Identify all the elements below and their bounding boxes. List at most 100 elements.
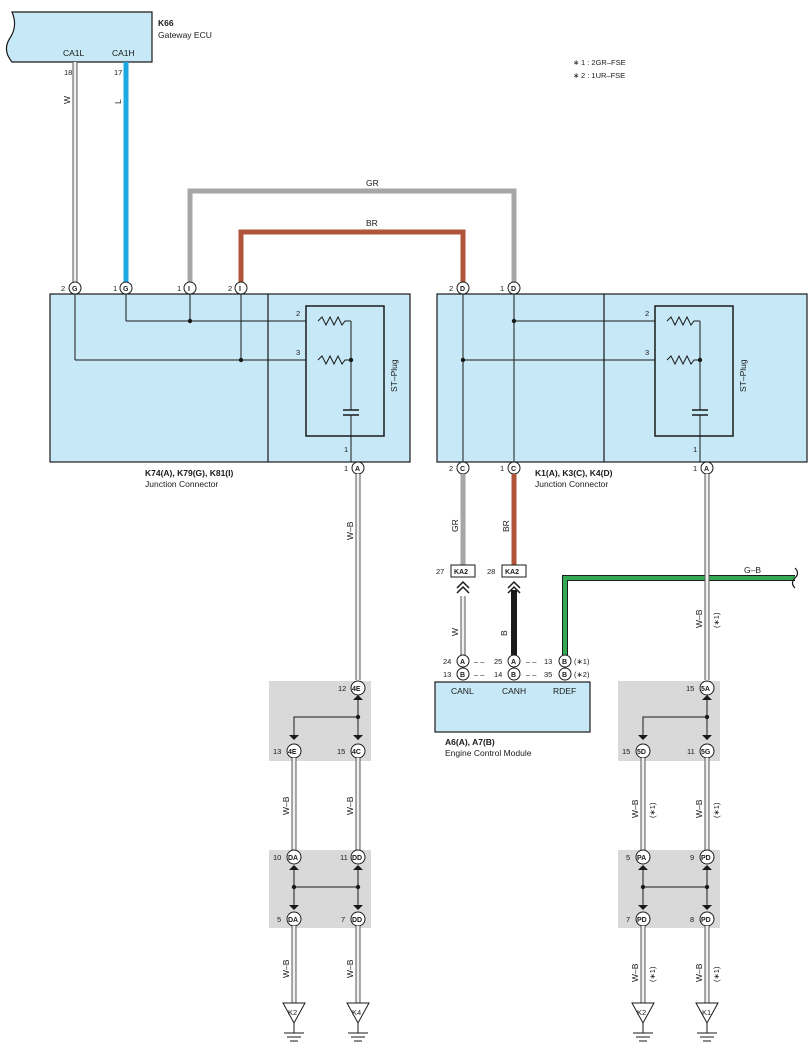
connector-num: 10 <box>273 853 281 862</box>
connector-num: 5 <box>277 915 281 924</box>
connector-num: 1 <box>693 464 697 473</box>
connector-num: 7 <box>341 915 345 924</box>
wire-note: (∗1) <box>648 802 657 818</box>
wire-label-wb: W–B <box>345 521 355 540</box>
connector-pin <box>558 667 572 681</box>
connector-num: 14 <box>494 670 502 679</box>
right-ground-wires: W–B (∗1) W–B (∗1) <box>630 926 721 1003</box>
st-plug-label: ST–Plug <box>389 359 399 392</box>
connector-letter: 4C <box>352 749 361 756</box>
ground-triangle-icon <box>631 1002 655 1025</box>
wire-label-wb: W–B <box>694 963 704 982</box>
connector-pin <box>350 849 366 865</box>
ground-label: K2 <box>288 1008 297 1017</box>
st-plug-right <box>654 305 734 437</box>
connector-pin <box>635 849 651 865</box>
connector-pin <box>507 667 521 681</box>
connector-num: 2 <box>449 284 453 293</box>
connector-num: 1 <box>113 284 117 293</box>
connector-num: 2 <box>228 284 232 293</box>
wire-label-b-ecm: B <box>499 630 509 636</box>
connector-num: 13 <box>273 747 281 756</box>
connector-letter: DA <box>288 855 298 862</box>
dash: – – <box>526 657 537 666</box>
wire-label-gb: G–B <box>744 565 761 575</box>
wire-note: (∗1) <box>712 802 721 818</box>
ground-triangle-icon <box>695 1002 719 1025</box>
wire-label-w: W <box>62 96 72 104</box>
wire-break-icon <box>791 567 799 589</box>
connector-pin <box>286 849 302 865</box>
connector-pin <box>456 654 470 668</box>
ecm-terminal-canl: CANL <box>451 686 474 696</box>
junction-left-id: K74(A), K79(G), K81(I) <box>145 468 233 478</box>
connector-pin <box>119 281 133 295</box>
connector-letter: 4E <box>352 686 361 693</box>
wire-br-top <box>238 229 466 282</box>
connector-letter: A <box>511 659 516 666</box>
connector-num: 11 <box>340 853 348 862</box>
connector-pin <box>507 281 521 295</box>
arrow-down-icon <box>353 905 363 910</box>
ka2-label: KA2 <box>454 569 468 576</box>
connector-letter: DD <box>352 917 362 924</box>
ground-k2-left: K2 <box>282 1002 306 1042</box>
wire-label-l: L <box>113 99 123 104</box>
junction-left-name: Junction Connector <box>145 479 218 489</box>
ecm-note: (∗2) <box>574 670 590 679</box>
connector-letter: DD <box>352 855 362 862</box>
dash: – – <box>474 657 485 666</box>
connector-letter: 5G <box>701 749 711 756</box>
ka2-connector-28 <box>501 564 527 578</box>
wire-label-wb: W–B <box>694 799 704 818</box>
connector-letter: B <box>562 659 567 666</box>
connector-pin <box>183 281 197 295</box>
connector-num: 12 <box>338 684 346 693</box>
connector-num: 13 <box>443 670 451 679</box>
gateway-pin-label-ca1l: CA1L <box>63 48 85 58</box>
connector-letter: DA <box>288 917 298 924</box>
connector-num: 1 <box>177 284 181 293</box>
arrow-up-icon <box>353 695 363 700</box>
connector-letter: 4E <box>288 749 297 756</box>
wire-label-wb: W–B <box>281 959 291 978</box>
connector-letter: PD <box>701 917 711 924</box>
arrow-down-icon <box>702 735 712 740</box>
arrow-up-icon <box>289 865 299 870</box>
resistor-icon <box>666 354 700 366</box>
connector-letter: C <box>460 466 465 473</box>
connector-letter: I <box>239 286 241 293</box>
connector-letter: B <box>562 672 567 679</box>
ground-k1: K1 <box>695 1002 719 1042</box>
arrow-up-icon <box>353 865 363 870</box>
legend-item-2: 2 : 1UR–FSE <box>581 71 625 80</box>
ecm-box <box>434 681 591 733</box>
legend-mark-1: ∗ <box>573 58 579 67</box>
connector-num: 15 <box>686 684 694 693</box>
wire-label-wb-right: W–B <box>694 609 704 628</box>
wire-label-w-ecm: W <box>450 628 460 636</box>
connector-num: 9 <box>690 853 694 862</box>
connector-num: 1 <box>500 464 504 473</box>
st-plug-left <box>305 305 385 437</box>
wire-gb <box>563 576 795 655</box>
dash: – – <box>526 670 537 679</box>
plug-pin-1: 1 <box>693 445 697 454</box>
connector-pin <box>234 281 248 295</box>
plug-pin-2: 2 <box>296 309 300 318</box>
wire-note: (∗1) <box>648 966 657 982</box>
gateway-ecu-id: K66 <box>158 18 174 28</box>
wire-label-gr-top: GR <box>366 178 379 188</box>
arrow-down-icon <box>638 905 648 910</box>
chevron-up-icon <box>456 580 470 594</box>
wire-label-br-top: BR <box>366 218 378 228</box>
arrow-up-icon <box>702 865 712 870</box>
chevron-up-icon <box>507 580 521 594</box>
connector-num: 5 <box>626 853 630 862</box>
ground-icon <box>697 1032 717 1042</box>
wire-label-gr: GR <box>450 519 460 532</box>
connector-letter: B <box>511 672 516 679</box>
gateway-pin-num-17: 17 <box>114 68 122 77</box>
connector-letter: I <box>188 286 190 293</box>
wire-label-wb: W–B <box>630 963 640 982</box>
